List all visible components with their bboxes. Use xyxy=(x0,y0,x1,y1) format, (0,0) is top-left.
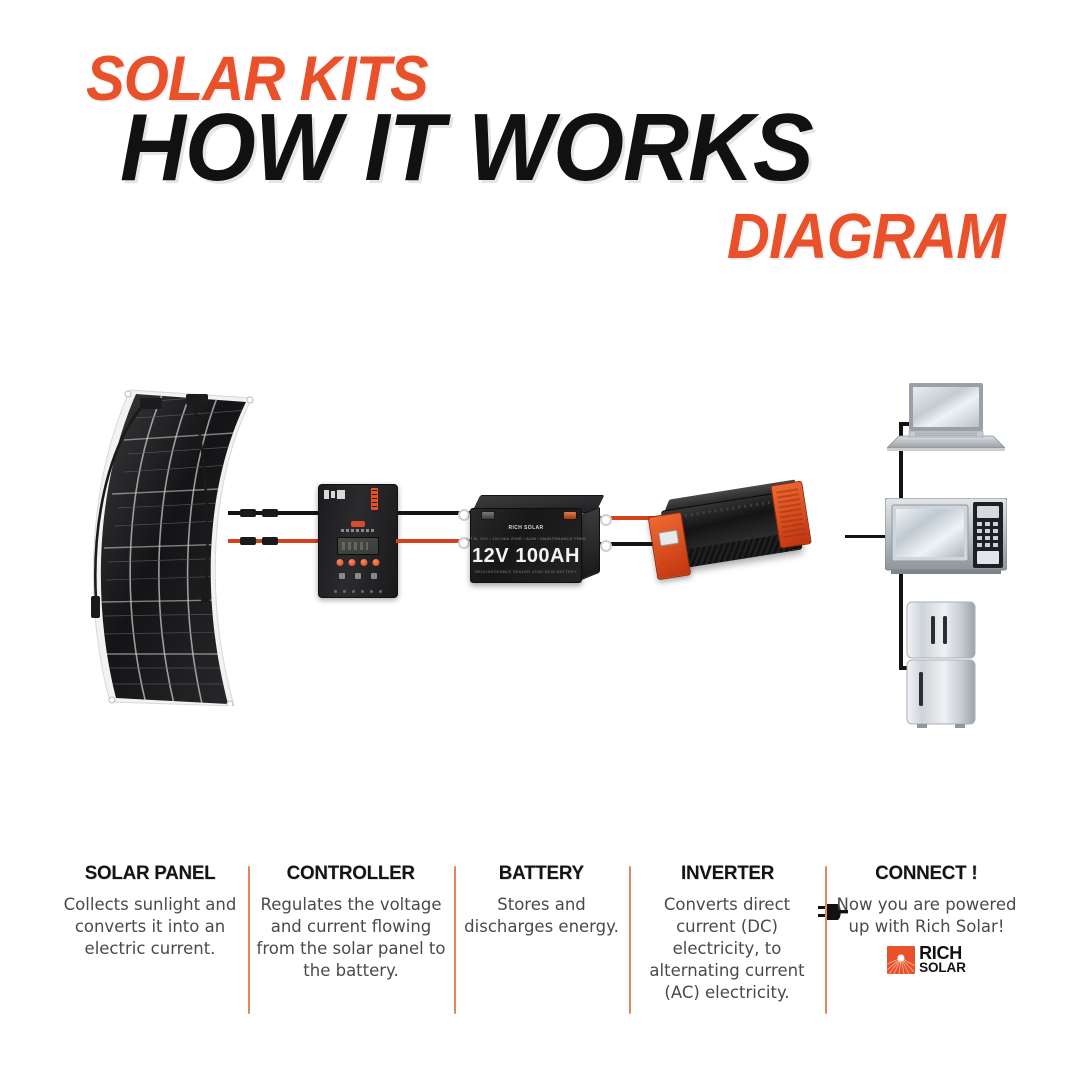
load-status-icon xyxy=(371,573,377,579)
charge-controller[interactable] xyxy=(318,484,398,598)
mc4-connector-pos-b xyxy=(262,537,278,545)
panel-junction-box-left xyxy=(140,398,162,409)
rich-solar-logo: RICH SOLAR xyxy=(887,942,966,975)
controller-button-row[interactable] xyxy=(336,559,380,566)
cable-inverter-negative xyxy=(600,542,662,546)
footer-legend: SOLAR PANEL Collects sunlight and conver… xyxy=(52,862,1028,1042)
title-line-diagram: DIAGRAM xyxy=(727,200,1006,272)
battery-terminal-positive xyxy=(563,511,577,520)
ring-terminal-neg-left xyxy=(458,509,470,521)
panel-lead-right xyxy=(192,403,209,585)
controller-button-3[interactable] xyxy=(360,559,368,566)
legend-text-inverter: Converts direct current (DC) electricity… xyxy=(649,895,805,1002)
controller-status-icons xyxy=(339,573,377,579)
title-line-how-it-works: HOW IT WORKS xyxy=(120,94,814,201)
sun-disc-icon xyxy=(897,954,905,962)
logo-line-rich: RICH xyxy=(919,942,962,963)
battery-fineprint-bottom: RECHARGEABLE SEALED LEAD ACID BATTERY xyxy=(474,569,578,574)
battery-terminal-negative xyxy=(481,511,495,520)
battery-brand: RICH SOLAR xyxy=(508,525,544,531)
controller-terminal-dots xyxy=(334,590,382,593)
legend-title-controller: CONTROLLER xyxy=(286,862,416,884)
legend-column-solar-panel: SOLAR PANEL Collects sunlight and conver… xyxy=(52,862,248,1042)
controller-vent-strip xyxy=(371,488,378,510)
legend-text-controller: Regulates the voltage and current flowin… xyxy=(256,895,446,980)
battery[interactable]: RICH SOLAR C.T.B. 12V / 100.0Ah 20HR / A… xyxy=(466,495,605,583)
refrigerator-icon xyxy=(906,601,976,728)
controller-logo-icon xyxy=(351,521,365,527)
title-block: SOLAR KITS HOW IT WORKS DIAGRAM xyxy=(0,38,1080,278)
rich-solar-wordmark: RICH SOLAR xyxy=(919,942,966,975)
power-inverter[interactable] xyxy=(643,476,823,601)
solar-panel-illustration xyxy=(78,388,293,706)
legend-text-battery: Stores and discharges energy. xyxy=(464,895,619,936)
mc4-connector-neg-b xyxy=(262,509,278,517)
legend-title-solar-panel: SOLAR PANEL xyxy=(84,862,216,884)
laptop-icon xyxy=(887,383,1005,451)
battery-spec-label: 12V 100AH xyxy=(472,545,580,567)
battery-fineprint-top: C.T.B. 12V / 100.0Ah 20HR / AGM / MAINTE… xyxy=(465,536,587,541)
legend-text-connect: Now you are powered up with Rich Solar! xyxy=(836,895,1017,936)
panel-cell-field xyxy=(100,394,246,704)
microwave-icon xyxy=(885,498,1007,574)
legend-column-connect: CONNECT ! Now you are powered up with Ri… xyxy=(825,862,1028,1042)
controller-model-text xyxy=(341,529,375,532)
diagram-stage: RICH SOLAR C.T.B. 12V / 100.0Ah 20HR / A… xyxy=(0,370,1080,920)
cable-battery-negative xyxy=(396,511,472,515)
title-line-solar-kits: SOLAR KITS xyxy=(86,44,429,114)
legend-title-connect: CONNECT ! xyxy=(875,862,978,884)
controller-brand-mark xyxy=(324,490,346,499)
ac-plug-icon xyxy=(818,904,848,920)
logo-line-solar: SOLAR xyxy=(919,959,966,975)
controller-button-4[interactable] xyxy=(372,559,380,566)
cable-battery-positive xyxy=(396,539,472,543)
ring-terminal-neg-right xyxy=(600,540,612,552)
ring-terminal-pos-right xyxy=(600,514,612,526)
legend-text-solar-panel: Collects sunlight and converts it into a… xyxy=(63,895,237,958)
battery-status-icon xyxy=(355,573,361,579)
panel-junction-box-right xyxy=(186,394,208,405)
mc4-connector-neg-a xyxy=(240,509,256,517)
legend-title-inverter: INVERTER xyxy=(680,862,774,884)
cable-inverter-positive xyxy=(600,516,662,520)
controller-lcd-display xyxy=(337,537,379,555)
ring-terminal-pos-left xyxy=(458,537,470,549)
legend-column-inverter: INVERTER Converts direct current (DC) el… xyxy=(629,862,825,1042)
legend-column-battery: BATTERY Stores and discharges energy. xyxy=(454,862,629,1042)
cable-ac-trunk xyxy=(845,535,903,539)
solar-status-icon xyxy=(339,573,345,579)
solar-panel-svg xyxy=(91,389,254,706)
sunburst-icon xyxy=(887,945,916,974)
panel-lead-left xyxy=(94,403,145,601)
legend-column-controller: CONTROLLER Regulates the voltage and cur… xyxy=(248,862,454,1042)
controller-button-1[interactable] xyxy=(336,559,344,566)
controller-button-2[interactable] xyxy=(348,559,356,566)
battery-front-label: RICH SOLAR C.T.B. 12V / 100.0Ah 20HR / A… xyxy=(466,508,586,583)
legend-title-battery: BATTERY xyxy=(499,862,584,884)
mc4-connector-pos-a xyxy=(240,537,256,545)
